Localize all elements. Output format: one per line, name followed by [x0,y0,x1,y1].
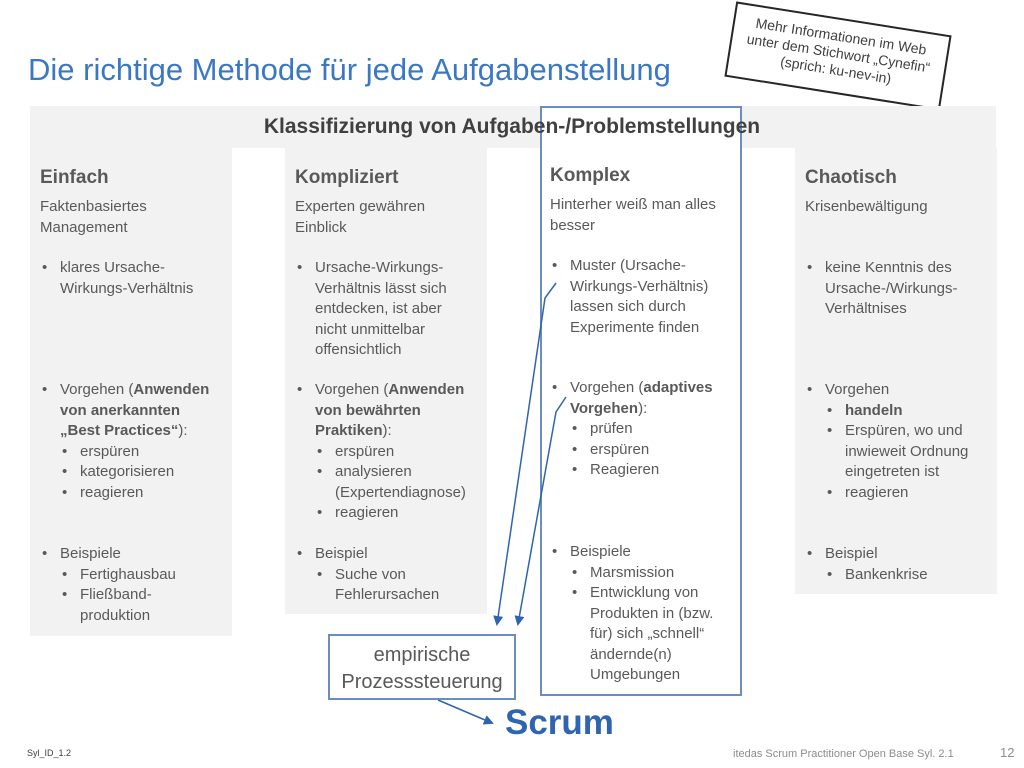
komplex-approach-bold: adaptives Vorgehen [570,379,713,417]
einfach-step: erspüren [60,442,222,463]
chaotisch-approach-list: Vorgehen handeln Erspüren, wo und inwiew… [805,380,987,503]
chaotisch-step: reagieren [825,483,987,504]
einfach-approach-item: Vorgehen (Anwenden von anerkannten „Best… [40,380,222,503]
arrow-empirical-to-scrum [437,699,494,725]
einfach-example: Fertighausbau [60,565,222,586]
komplex-approach-list: Vorgehen (adaptives Vorgehen): prüfen er… [550,378,720,481]
einfach-causality-list: klares Ursache-Wirkungs-Verhältnis [40,258,222,299]
kompliziert-heading: Kompliziert [295,167,399,188]
chaotisch-causality-item: keine Kenntnis des Ursache-/Wirkungs-Ver… [805,258,970,320]
empirical-line-1: empirische [373,644,471,666]
komplex-step: Reagieren [570,460,720,481]
chaotisch-causality-list: keine Kenntnis des Ursache-/Wirkungs-Ver… [805,258,970,320]
kompliziert-step: analysieren (Expertendiagnose) [315,462,475,503]
einfach-step: reagieren [60,483,222,504]
chaotisch-step-bold: handeln [845,401,903,419]
page-number: 12 [1000,745,1015,760]
chaotisch-subtitle: Krisenbewältigung [805,198,928,215]
chaotisch-step: handeln [825,401,987,422]
komplex-approach-suffix: ): [638,399,648,417]
chaotisch-heading: Chaotisch [805,167,897,188]
kompliziert-example: Suche von Fehlerursachen [315,565,465,606]
chaotisch-example: Bankenkrise [825,565,987,586]
footer-syllabus-name: itedas Scrum Practitioner Open Base Syl.… [733,748,954,760]
page-title: Die richtige Methode für jede Aufgabenst… [28,52,671,87]
komplex-causality-item: Muster (Ursache-Wirkungs-Verhältnis) las… [550,256,720,338]
kompliziert-approach-prefix: Vorgehen ( [315,381,389,398]
einfach-examples-list: Beispiele Fertighausbau Fließband-produk… [40,544,222,626]
einfach-causality-item: klares Ursache-Wirkungs-Verhältnis [40,258,222,299]
kompliziert-causality-list: Ursache-Wirkungs-Verhältnis lässt sich e… [295,258,465,361]
chaotisch-examples-list: Beispiel Bankenkrise [805,544,987,585]
komplex-heading: Komplex [550,165,631,186]
empirical-line-2: Prozesssteuerung [341,671,503,693]
komplex-approach-prefix: Vorgehen ( [570,379,644,396]
cynefin-note: Mehr Informationen im Web unter dem Stic… [724,1,952,111]
einfach-approach-prefix: Vorgehen ( [60,381,134,398]
einfach-subtitle: Faktenbasiertes Management [40,198,147,236]
footer-syllabus-id: Syl_ID_1.2 [27,748,72,758]
kompliziert-step: erspüren [315,442,477,463]
chaotisch-examples-item: Beispiel Bankenkrise [805,544,987,585]
einfach-heading: Einfach [40,167,109,188]
einfach-examples-item: Beispiele Fertighausbau Fließband-produk… [40,544,222,626]
kompliziert-examples-label: Beispiel [315,545,368,562]
komplex-step: prüfen [570,419,720,440]
kompliziert-approach-list: Vorgehen (Anwenden von bewährten Praktik… [295,380,477,524]
kompliziert-examples-list: Beispiel Suche von Fehlerursachen [295,544,477,606]
kompliziert-examples-item: Beispiel Suche von Fehlerursachen [295,544,477,606]
komplex-example: Entwicklung von Produkten in (bzw. für) … [570,583,732,686]
einfach-step: kategorisieren [60,462,222,483]
chaotisch-step: Erspüren, wo und inwieweit Ordnung einge… [825,421,1005,483]
chaotisch-examples-label: Beispiel [825,545,878,562]
kompliziert-subtitle: Experten gewähren Einblick [295,198,426,236]
chaotisch-approach-label: Vorgehen [825,381,890,398]
komplex-examples-label: Beispiele [570,543,631,560]
kompliziert-approach-suffix: ): [382,422,392,439]
chaotisch-approach-item: Vorgehen handeln Erspüren, wo und inwiew… [805,380,987,503]
scrum-label: Scrum [505,703,614,742]
einfach-examples-label: Beispiele [60,545,121,562]
kompliziert-approach-item: Vorgehen (Anwenden von bewährten Praktik… [295,380,477,524]
komplex-step: erspüren [570,440,720,461]
kompliziert-causality-item: Ursache-Wirkungs-Verhältnis lässt sich e… [295,258,465,361]
kompliziert-approach-bold: Anwenden von bewährten Praktiken [315,381,465,439]
komplex-approach-item: Vorgehen (adaptives Vorgehen): prüfen er… [550,378,720,481]
einfach-approach-suffix: ): [178,422,188,439]
column-chaotisch [795,148,997,594]
einfach-example: Fließband-produktion [60,585,190,626]
kompliziert-step: reagieren [315,503,477,524]
komplex-examples-item: Beispiele Marsmission Entwicklung von Pr… [550,542,732,686]
komplex-subtitle: Hinterher weiß man alles besser [550,196,716,234]
empirical-process-control-box: empirische Prozesssteuerung [328,634,516,700]
komplex-causality-list: Muster (Ursache-Wirkungs-Verhältnis) las… [550,256,720,338]
komplex-example: Marsmission [570,563,732,584]
einfach-approach-bold: Anwenden von anerkannten „Best Practices… [60,381,210,439]
komplex-examples-list: Beispiele Marsmission Entwicklung von Pr… [550,542,732,686]
classification-heading: Klassifizierung von Aufgaben-/Problemste… [263,115,761,138]
einfach-approach-list: Vorgehen (Anwenden von anerkannten „Best… [40,380,222,503]
